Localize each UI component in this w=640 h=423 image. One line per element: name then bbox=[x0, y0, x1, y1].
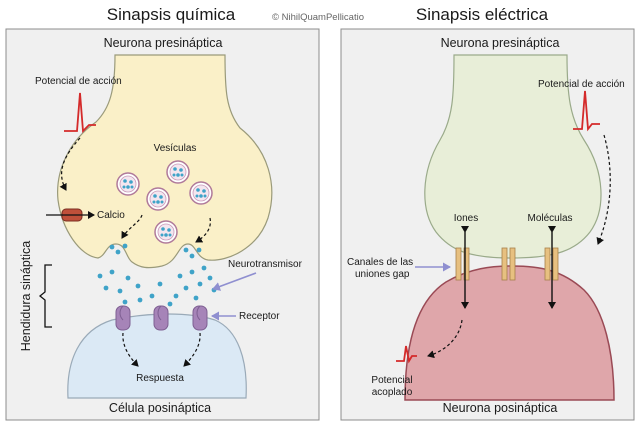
response-arrow-right bbox=[183, 332, 201, 367]
receptor bbox=[192, 305, 208, 331]
chemical-postsynaptic-label: Célula posináptica bbox=[109, 401, 211, 415]
neurotransmitter-label: Neurotransmisor bbox=[228, 259, 303, 270]
vesicle bbox=[189, 181, 213, 205]
fusion-arrow-right bbox=[195, 217, 211, 243]
calcium-label: Calcio bbox=[97, 210, 125, 221]
chemical-action-potential-label: Potencial de acción bbox=[35, 76, 122, 87]
vesicles-label: Vesículas bbox=[154, 143, 197, 154]
vesicle bbox=[116, 172, 140, 196]
response-arrow-left bbox=[122, 332, 139, 367]
neurotransmitter-molecules bbox=[97, 243, 217, 307]
electrical-panel: Neurona presináptica Potencial de acción… bbox=[340, 28, 635, 421]
electrical-postsynaptic-label: Neurona posináptica bbox=[443, 401, 558, 415]
ions-label: Iones bbox=[454, 213, 478, 224]
vesicle bbox=[146, 187, 170, 211]
chemical-ap-arrow bbox=[59, 137, 81, 191]
electrical-title: Sinapsis eléctrica bbox=[416, 5, 549, 24]
chemical-panel: Hendidura sináptica Neurona presináptica… bbox=[5, 28, 320, 421]
neurotransmitter-pointer bbox=[212, 272, 257, 291]
gap-channels-label-line2: uniones gap bbox=[355, 269, 410, 280]
fusion-arrow-left bbox=[121, 214, 143, 239]
gap-channels-label-line1: Canales de las bbox=[347, 257, 413, 268]
electrical-presynaptic-label: Neurona presináptica bbox=[441, 36, 560, 50]
chemical-title: Sinapsis química bbox=[107, 5, 236, 24]
chemical-spike-icon bbox=[64, 92, 96, 134]
cleft-bracket bbox=[38, 264, 52, 328]
receptor-label: Receptor bbox=[239, 311, 280, 322]
cleft-label: Hendidura sináptica bbox=[19, 241, 33, 352]
coupled-spike-icon bbox=[396, 345, 417, 364]
chemical-presynaptic-label: Neurona presináptica bbox=[104, 36, 223, 50]
coupled-arrow bbox=[427, 319, 463, 359]
gap-junction-channel bbox=[501, 247, 516, 281]
receptor bbox=[153, 305, 169, 331]
credit-text: © NihilQuamPellicatio bbox=[272, 12, 364, 23]
coupled-potential-label-line1: Potencial bbox=[371, 375, 412, 386]
vesicles-group bbox=[116, 160, 213, 244]
electrical-action-potential-label: Potencial de acción bbox=[538, 79, 625, 90]
chemical-presynaptic-terminal bbox=[57, 54, 273, 269]
vesicle bbox=[154, 220, 178, 244]
electrical-spike-icon bbox=[573, 90, 600, 132]
response-label: Respuesta bbox=[136, 373, 184, 384]
coupled-potential-label-line2: acoplado bbox=[372, 387, 413, 398]
receptor bbox=[115, 305, 131, 331]
electrical-ap-arrow bbox=[596, 134, 611, 245]
vesicle bbox=[166, 160, 190, 184]
molecules-label: Moléculas bbox=[527, 213, 572, 224]
